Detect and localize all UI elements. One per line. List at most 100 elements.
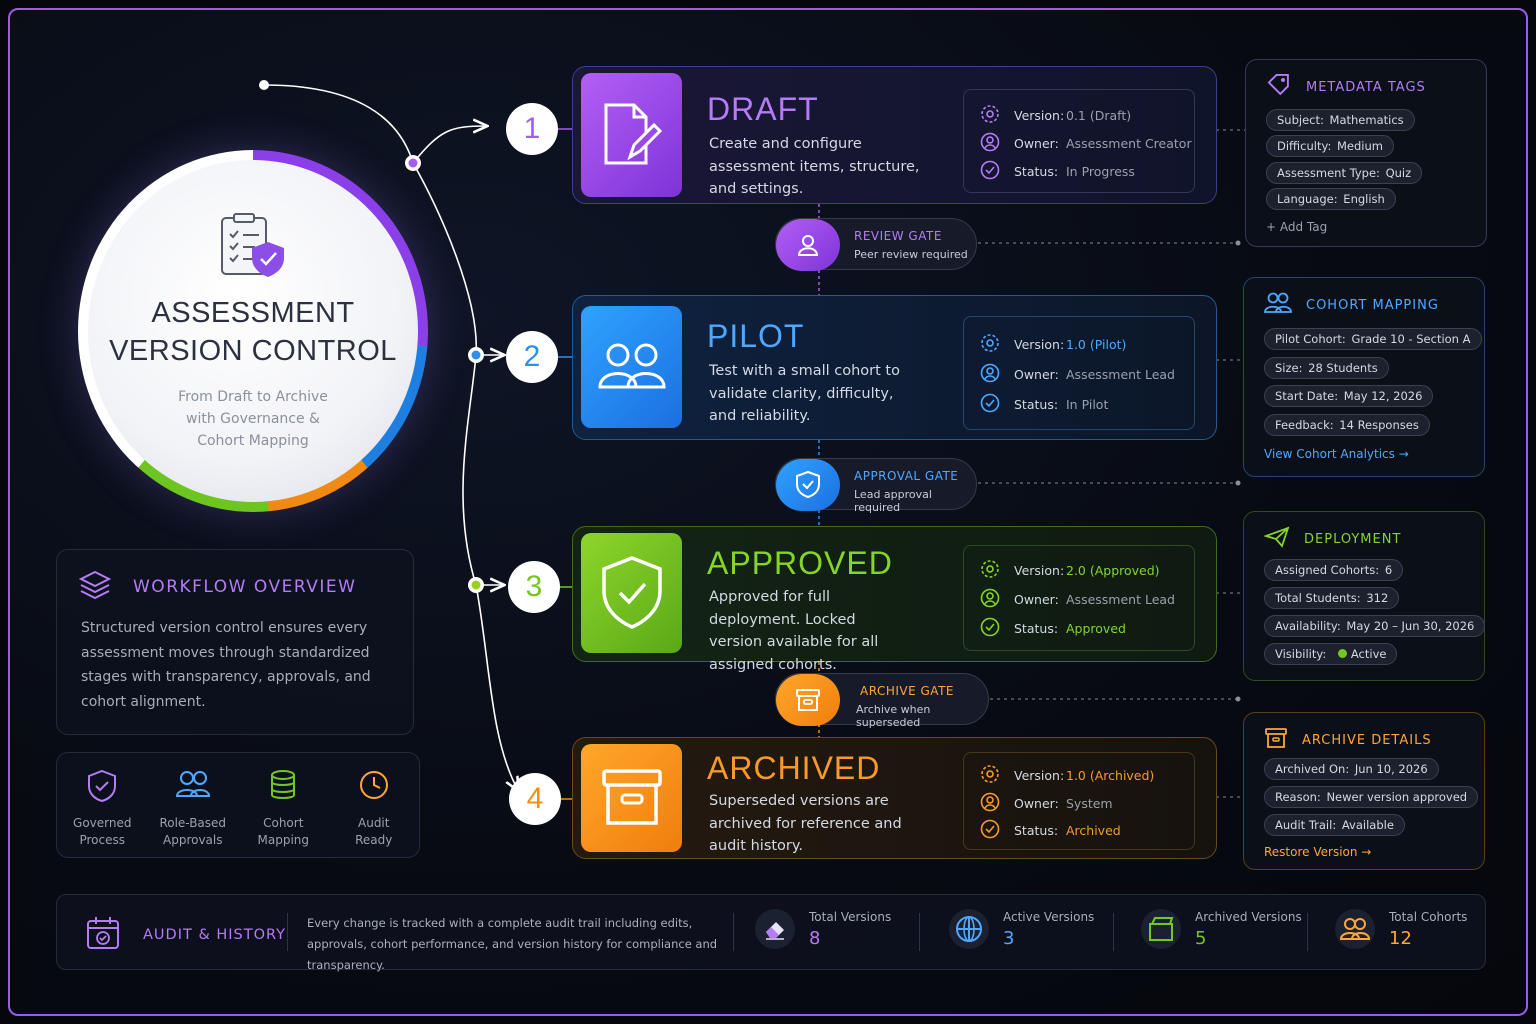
- stage-meta-box: Version:2.0 (Approved) Owner:Assessment …: [963, 545, 1195, 651]
- approval-gate[interactable]: APPROVAL GATE Lead approval required: [775, 458, 977, 514]
- archive-box-icon: [1264, 727, 1288, 753]
- metadata-tag-chip[interactable]: Difficulty: Medium: [1266, 135, 1394, 157]
- document-edit-icon: [581, 73, 682, 197]
- calendar-check-icon: [85, 915, 121, 955]
- stat-label: Active Versions: [1003, 909, 1095, 924]
- add-tag-button[interactable]: + Add Tag: [1266, 220, 1328, 234]
- stage-name: DRAFT: [707, 91, 819, 127]
- stage-status: In Pilot: [1066, 397, 1109, 412]
- deployment-panel: DEPLOYMENT Assigned Cohorts: 6 Total Stu…: [1243, 511, 1486, 681]
- clipboard-shield-icon: [218, 212, 288, 282]
- audit-history-bar: AUDIT & HISTORY Every change is tracked …: [56, 894, 1486, 972]
- archive-chip: Archived On: Jun 10, 2026: [1264, 758, 1439, 780]
- hero-circle: ASSESSMENT VERSION CONTROL From Draft to…: [88, 160, 418, 502]
- version-icon: [980, 104, 1000, 127]
- users-icon: [581, 306, 682, 428]
- archive-chip: Audit Trail: Available: [1264, 814, 1405, 836]
- gate-title: REVIEW GATE: [854, 229, 942, 243]
- stage-number-2: 2: [506, 331, 558, 383]
- deployment-chip: Total Students: 312: [1264, 587, 1400, 609]
- stage-name: APPROVED: [707, 545, 893, 581]
- gate-subtitle: Peer review required: [854, 248, 968, 261]
- stage-description: Create and configure assessment items, s…: [709, 136, 920, 197]
- review-gate[interactable]: REVIEW GATE Peer review required: [775, 218, 977, 271]
- stat-label: Total Cohorts: [1389, 909, 1468, 924]
- check-circle-icon: [980, 393, 1000, 416]
- stage-version: 1.0 (Pilot): [1066, 337, 1127, 352]
- stage-card-approved[interactable]: APPROVED Approved for full deployment. L…: [572, 526, 1217, 673]
- workflow-overview-panel: WORKFLOW OVERVIEW Structured version con…: [56, 549, 414, 735]
- users-icon: [1264, 292, 1292, 318]
- send-icon: [1263, 526, 1290, 552]
- stage-number-4: 4: [509, 773, 561, 825]
- eraser-icon: [755, 909, 795, 949]
- archive-chip: Reason: Newer version approved: [1264, 786, 1479, 808]
- shield-check-icon: [776, 459, 840, 511]
- stage-description: Test with a small cohort to validate cla…: [709, 363, 900, 424]
- cohort-chip: Start Date: May 12, 2026: [1264, 385, 1434, 407]
- globe-icon: [949, 909, 989, 949]
- metadata-tag-chip[interactable]: Language: English: [1266, 188, 1396, 210]
- cohort-chip: Pilot Cohort: Grade 10 - Section A: [1264, 328, 1482, 350]
- archive-box-icon: [1141, 909, 1181, 949]
- user-icon: [776, 219, 840, 271]
- gate-subtitle: Archive when superseded: [856, 703, 931, 729]
- user-icon: [980, 588, 1000, 611]
- metadata-tag-chip[interactable]: Subject: Mathematics: [1266, 109, 1415, 131]
- archive-gate[interactable]: ARCHIVE GATE Archive when superseded: [775, 673, 989, 729]
- archive-box-icon: [581, 744, 682, 852]
- stage-version: 1.0 (Archived): [1066, 768, 1155, 783]
- cohort-chip: Feedback: 14 Responses: [1264, 414, 1430, 436]
- stage-owner: Assessment Lead: [1066, 367, 1175, 382]
- stage-name: ARCHIVED: [707, 750, 881, 786]
- audit-history-description: Every change is tracked with a complete …: [307, 916, 718, 972]
- hero-subtitle: From Draft to Archive with Governance & …: [178, 389, 328, 449]
- metadata-tag-chip[interactable]: Assessment Type: Quiz: [1266, 162, 1423, 184]
- shield-check-icon: [57, 769, 148, 805]
- check-circle-icon: [980, 617, 1000, 640]
- user-icon: [980, 132, 1000, 155]
- workflow-overview-text: Structured version control ensures every…: [81, 620, 371, 710]
- check-circle-icon: [980, 160, 1000, 183]
- restore-version-link[interactable]: Restore Version →: [1264, 845, 1372, 859]
- stat-label: Total Versions: [809, 909, 892, 924]
- archive-details-panel: ARCHIVE DETAILS Archived On: Jun 10, 202…: [1243, 712, 1485, 870]
- metadata-tags-title: METADATA TAGS: [1306, 79, 1426, 95]
- users-icon: [1335, 909, 1375, 949]
- cohort-mapping-panel: COHORT MAPPING Pilot Cohort: Grade 10 - …: [1243, 277, 1485, 477]
- users-icon: [148, 769, 239, 805]
- shield-check-icon: [581, 533, 682, 653]
- stage-card-draft[interactable]: DRAFT Create and configure assessment it…: [572, 66, 1217, 204]
- workflow-overview-title: WORKFLOW OVERVIEW: [133, 577, 357, 597]
- view-cohort-analytics-link[interactable]: View Cohort Analytics →: [1264, 447, 1409, 461]
- deployment-chip: Assigned Cohorts: 6: [1264, 559, 1404, 581]
- stage-card-pilot[interactable]: PILOT Test with a small cohort to valida…: [572, 295, 1217, 440]
- check-circle-icon: [980, 819, 1000, 842]
- stage-description: Approved for full deployment. Locked ver…: [709, 589, 879, 673]
- stage-card-archived[interactable]: ARCHIVED Superseded versions are archive…: [572, 737, 1217, 859]
- gate-subtitle: Lead approval required: [854, 488, 932, 514]
- audit-history-title: AUDIT & HISTORY: [143, 927, 287, 943]
- cohort-chip: Size: 28 Students: [1264, 357, 1389, 379]
- stage-description: Superseded versions are archived for ref…: [709, 793, 902, 854]
- archive-box-icon: [776, 674, 840, 726]
- stage-owner: System: [1066, 796, 1113, 811]
- archive-details-title: ARCHIVE DETAILS: [1302, 732, 1432, 748]
- metadata-tags-panel: METADATA TAGS Subject: Mathematics Diffi…: [1245, 59, 1487, 247]
- stage-number-3: 3: [508, 561, 560, 613]
- stage-status: In Progress: [1066, 164, 1135, 179]
- deployment-title: DEPLOYMENT: [1304, 531, 1402, 547]
- cohort-mapping-title: COHORT MAPPING: [1306, 297, 1439, 313]
- stage-meta-box: Version:1.0 (Archived) Owner:System Stat…: [963, 752, 1195, 850]
- deployment-chip: Availability: May 20 – Jun 30, 2026: [1264, 615, 1486, 637]
- stage-status: Archived: [1066, 823, 1121, 838]
- stage-owner: Assessment Creator: [1066, 136, 1192, 151]
- stage-meta-box: Version:0.1 (Draft) Owner:Assessment Cre…: [963, 89, 1195, 193]
